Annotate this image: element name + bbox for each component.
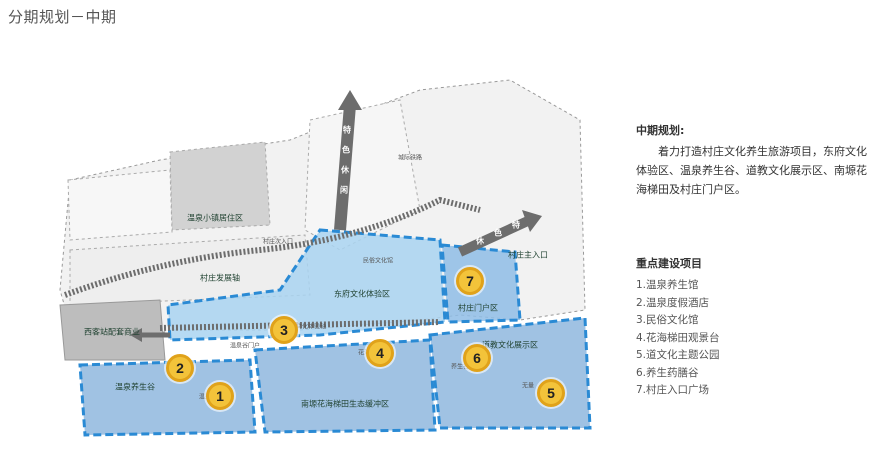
vertical-axis-char: 闲	[340, 185, 348, 195]
label-taoist: 道教文化展示区	[482, 340, 538, 350]
zone-nanyuan	[253, 338, 437, 434]
project-item: 7.村庄入口广场	[636, 384, 710, 396]
marker-5[interactable]: 5	[537, 379, 565, 407]
village-axis	[63, 196, 481, 298]
zone-spa-valley	[78, 358, 257, 437]
diagonal-axis-char: 色	[494, 228, 502, 238]
marker-2[interactable]: 2	[166, 354, 194, 382]
label-spa-hall: 温泉	[198, 393, 212, 401]
label-dongfu: 东府文化体验区	[334, 289, 390, 299]
label-folk-hall: 民俗文化馆	[362, 257, 394, 265]
project-item: 4.花海梯田观景台	[636, 331, 720, 344]
xike-arrow-head	[130, 328, 142, 342]
marker-4[interactable]: 4	[366, 339, 394, 367]
side-description: 着力打造村庄文化养生旅游项目，东府文化体验区、温泉养生谷、道教文化展示区、南塬花…	[636, 145, 867, 196]
zone-taoist	[428, 316, 592, 430]
label-hot-spring-gate: 温泉谷门户	[229, 342, 261, 350]
project-item: 2.温泉度假酒店	[636, 296, 710, 309]
label-culture-axis: 民俗文化体验轴	[283, 323, 327, 331]
diagonal-axis-arrow	[522, 210, 542, 232]
marker-7[interactable]: 7	[456, 267, 484, 295]
vertical-axis-char: 色	[342, 145, 350, 155]
label-railway: 城际铁路	[397, 154, 423, 162]
vertical-axis-char: 特	[343, 125, 351, 135]
label-main-entry: 村庄主入口	[508, 250, 548, 260]
culture-axis	[159, 319, 441, 331]
project-item: 1.温泉养生馆	[636, 279, 699, 291]
label-gateway: 村庄门户区	[458, 303, 498, 313]
residential-parcel-west	[67, 169, 173, 241]
xike-parcel	[59, 299, 166, 361]
label-wuliang: 无量	[521, 382, 535, 390]
label-town-area: 温泉小镇居住区	[187, 213, 243, 223]
label-health: 养生谷	[450, 363, 470, 371]
residential-parcel	[169, 141, 271, 231]
label-spa-valley: 温泉养生谷	[115, 382, 155, 392]
projects-list: 1.温泉养生馆 2.温泉度假酒店 3.民俗文化馆 4.花海梯田观景台 5.道文化…	[636, 277, 876, 400]
diagonal-axis-char: 休	[476, 236, 484, 246]
diagonal-axis	[457, 215, 533, 257]
side-heading: 中期规划:	[636, 124, 685, 137]
marker-1[interactable]: 1	[206, 382, 234, 410]
master-plan-map[interactable]: 温泉小镇居住区 村庄发展轴 村庄次入口 民俗文化馆 东府文化体验区 村庄门户区 …	[40, 60, 600, 450]
marker-6[interactable]: 6	[463, 344, 491, 372]
zone-dongfu	[166, 228, 447, 342]
vertical-axis-char: 休	[341, 165, 349, 175]
project-item: 3.民俗文化馆	[636, 314, 699, 326]
vertical-axis-arrow	[338, 90, 362, 110]
marker-3[interactable]: 3	[270, 316, 298, 344]
label-xike: 西客站配套商业	[84, 327, 140, 337]
project-item: 6.养生药膳谷	[636, 366, 699, 379]
diagonal-axis-char: 特	[512, 220, 520, 230]
label-village-entry: 村庄次入口	[262, 238, 294, 246]
projects-title: 重点建设项目	[636, 257, 702, 270]
hill-parcel	[304, 99, 421, 251]
project-item: 5.道文化主题公园	[636, 349, 720, 361]
side-panel: 中期规划: 着力打造村庄文化养生旅游项目，东府文化体验区、温泉养生谷、道教文化展…	[636, 122, 876, 400]
page-title: 分期规划－中期	[8, 8, 117, 26]
label-nanyuan: 南塬花海梯田生态缓冲区	[301, 399, 389, 409]
label-village-axis: 村庄发展轴	[200, 273, 240, 283]
vertical-axis	[334, 104, 356, 231]
